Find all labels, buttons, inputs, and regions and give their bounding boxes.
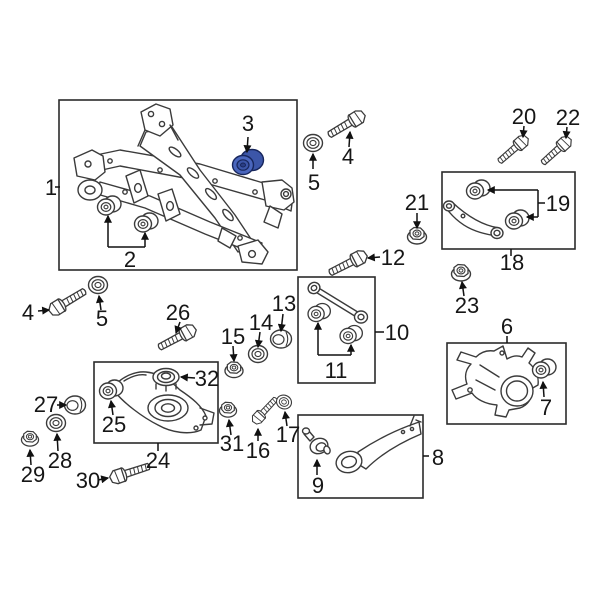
callout-21[interactable]: 21	[405, 190, 429, 215]
callout-11[interactable]: 11	[325, 358, 348, 383]
part-15-nut[interactable]	[224, 361, 244, 379]
callout-30[interactable]: 30	[76, 468, 100, 493]
callout-29[interactable]: 29	[21, 462, 45, 487]
callout-31[interactable]: 31	[220, 431, 244, 456]
callout-10[interactable]: 10	[385, 320, 409, 345]
callout-1[interactable]: 1	[45, 175, 57, 200]
callout-16[interactable]: 16	[246, 438, 270, 463]
callout-32[interactable]: 32	[195, 366, 219, 391]
part-14-washer[interactable]	[247, 344, 269, 364]
part-27-cap[interactable]	[63, 395, 87, 415]
part-6-knuckle-drawing[interactable]	[451, 345, 539, 418]
callout-5-left[interactable]: 5	[96, 306, 108, 331]
callout-4-left[interactable]: 4	[22, 300, 34, 325]
callout-24[interactable]: 24	[146, 448, 170, 473]
callout-28[interactable]: 28	[48, 448, 72, 473]
callout-layer: 1 2 3 4 5 4 5 6 7 8 9 10 11 12 13 14 15 …	[21, 104, 580, 498]
part-28-washer[interactable]	[45, 413, 67, 433]
part-22-bolt[interactable]	[537, 133, 575, 169]
part-3-bushing-highlighted[interactable]	[231, 148, 265, 176]
callout-8[interactable]: 8	[432, 445, 444, 470]
callout-20[interactable]: 20	[512, 104, 536, 129]
part-5-washer-top[interactable]	[302, 133, 324, 153]
callout-18[interactable]: 18	[500, 250, 524, 275]
callout-22[interactable]: 22	[556, 105, 580, 130]
callout-19[interactable]: 19	[546, 191, 570, 216]
callout-15[interactable]: 15	[221, 324, 245, 349]
callout-17[interactable]: 17	[276, 422, 300, 447]
callout-23[interactable]: 23	[455, 293, 479, 318]
callout-5-top[interactable]: 5	[308, 170, 320, 195]
callout-6[interactable]: 6	[501, 314, 513, 339]
part-26-bolt[interactable]	[154, 321, 200, 355]
part-31-nut[interactable]	[218, 401, 238, 418]
callout-13[interactable]: 13	[272, 291, 296, 316]
callout-9[interactable]: 9	[312, 473, 324, 498]
part-17-washer[interactable]	[273, 392, 295, 412]
part-18-upper-arm-drawing[interactable]	[442, 200, 504, 240]
callout-26[interactable]: 26	[166, 300, 190, 325]
part-23-nut[interactable]	[450, 263, 472, 282]
callout-leader-lines	[26, 125, 571, 484]
part-4-bolt-top[interactable]	[324, 107, 369, 142]
part-1-subframe-crossmember-drawing[interactable]	[73, 103, 295, 265]
part-5-washer-left[interactable]	[87, 275, 109, 295]
callout-27[interactable]: 27	[34, 392, 58, 417]
part-10-lateral-link-drawing[interactable]	[306, 280, 369, 324]
part-box-upper-arm	[441, 171, 576, 250]
callout-7[interactable]: 7	[540, 395, 552, 420]
part-20-bolt[interactable]	[494, 132, 532, 168]
part-13-cap[interactable]	[269, 329, 293, 349]
callout-2[interactable]: 2	[124, 247, 136, 272]
callout-25[interactable]: 25	[102, 412, 126, 437]
part-9-bushing[interactable]	[301, 427, 332, 456]
part-21-nut[interactable]	[406, 226, 428, 245]
callout-12[interactable]: 12	[381, 245, 405, 270]
part-12-bolt[interactable]	[325, 247, 371, 280]
part-24-lower-arm-drawing[interactable]	[114, 371, 215, 434]
part-29-nut[interactable]	[20, 430, 40, 447]
callout-3[interactable]: 3	[242, 111, 254, 136]
part-8-trailing-arm-drawing[interactable]	[334, 415, 422, 476]
callout-14[interactable]: 14	[249, 310, 273, 335]
part-32-spring-seat[interactable]	[152, 367, 180, 392]
part-4-bolt-left[interactable]	[45, 284, 90, 319]
callout-4-top[interactable]: 4	[342, 144, 354, 169]
